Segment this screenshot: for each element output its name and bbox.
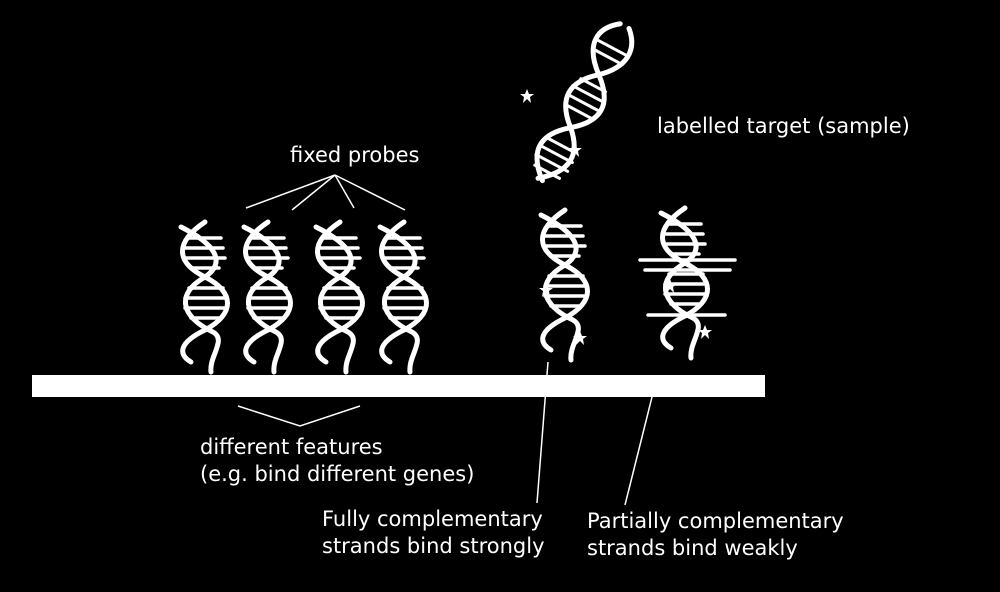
probe-helix-2 bbox=[244, 222, 291, 372]
mismatch-overhangs bbox=[638, 258, 737, 317]
partially-complementary-label-line2: strands bind weakly bbox=[587, 536, 798, 560]
fixed-probes-pointer-lines bbox=[245, 174, 406, 211]
fully-complementary-label-line1: Fully complementary bbox=[322, 507, 543, 531]
features-brace bbox=[237, 405, 361, 427]
label-star-full-2 bbox=[573, 331, 587, 345]
label-star-partial-2 bbox=[698, 325, 712, 339]
different-features-label-line2: (e.g. bind different genes) bbox=[200, 462, 475, 486]
probe-helix-1 bbox=[181, 222, 228, 372]
labelled-target-label: labelled target (sample) bbox=[657, 114, 910, 138]
fully-complementary-label-line2: strands bind strongly bbox=[322, 534, 545, 558]
probe-helix-4 bbox=[380, 222, 427, 372]
probe-helix-3 bbox=[316, 222, 363, 372]
bound-helix-partial bbox=[661, 208, 708, 358]
label-star-full-1 bbox=[539, 283, 553, 297]
substrate-slide bbox=[32, 375, 765, 397]
labelled-target-helix bbox=[533, 21, 635, 184]
fully-pointer-line bbox=[536, 361, 549, 504]
label-star-partial-1 bbox=[663, 279, 677, 293]
label-star-target-1 bbox=[520, 89, 534, 103]
fixed-probes-label: fixed probes bbox=[290, 143, 420, 167]
label-star-target-2 bbox=[568, 143, 582, 157]
different-features-label-line1: different features bbox=[200, 435, 383, 459]
partially-complementary-label-line1: Partially complementary bbox=[587, 509, 844, 533]
partially-pointer-line bbox=[624, 384, 656, 506]
